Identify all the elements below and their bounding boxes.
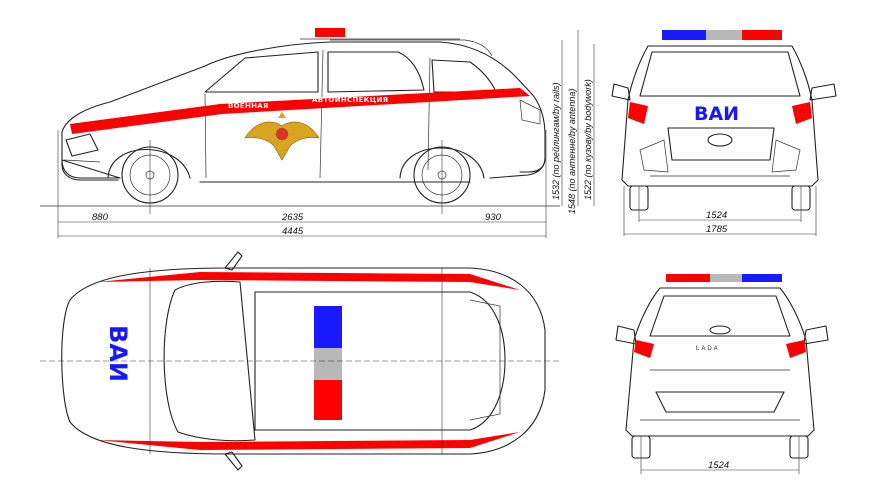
side-stripe — [70, 88, 530, 134]
dim-length: 4445 — [282, 226, 304, 237]
dim-rear-overhang: 930 — [485, 212, 502, 223]
rear-light-bar-icon — [666, 274, 782, 282]
dim-rear-track: 1524 — [708, 460, 729, 471]
dim-height-bodywork: 1522 (по кузову/by bodywork) — [583, 79, 593, 200]
side-view: ВОЕННАЯ АВТОИНСПЕКЦИЯ — [40, 28, 595, 238]
dim-front-track: 1524 — [706, 210, 727, 221]
rear-lada-logo-icon — [709, 325, 731, 335]
top-view: ВАИ — [40, 251, 560, 471]
front-view: ВАИ 1524 1785 — [611, 30, 837, 236]
rear-view: LADA 1524 — [615, 274, 829, 474]
top-light-bar-icon — [314, 306, 342, 420]
front-lada-logo-icon — [707, 133, 733, 147]
top-vai-label: ВАИ — [104, 325, 132, 382]
front-light-bar-icon — [662, 30, 782, 40]
dim-front-overhang: 880 — [92, 212, 109, 223]
dim-width: 1785 — [706, 224, 728, 235]
military-emblem-icon — [244, 112, 320, 161]
side-light-bar-icon — [315, 28, 345, 37]
front-vai-label: ВАИ — [694, 103, 739, 125]
side-stripe-label-right: АВТОИНСПЕКЦИЯ — [312, 96, 388, 104]
side-stripe-label-left: ВОЕННАЯ — [228, 102, 269, 110]
top-stripe-upper — [98, 272, 520, 290]
dim-wheelbase: 2635 — [281, 212, 304, 223]
dim-height-rails: 1532 (по рейлингам/by rails) — [551, 82, 561, 200]
dim-height-antenna: 1548 (по антенне/by antenna) — [567, 89, 577, 214]
rear-brand-label: LADA — [696, 346, 720, 352]
side-front-wheel — [107, 146, 191, 204]
top-stripe-lower — [98, 432, 520, 450]
